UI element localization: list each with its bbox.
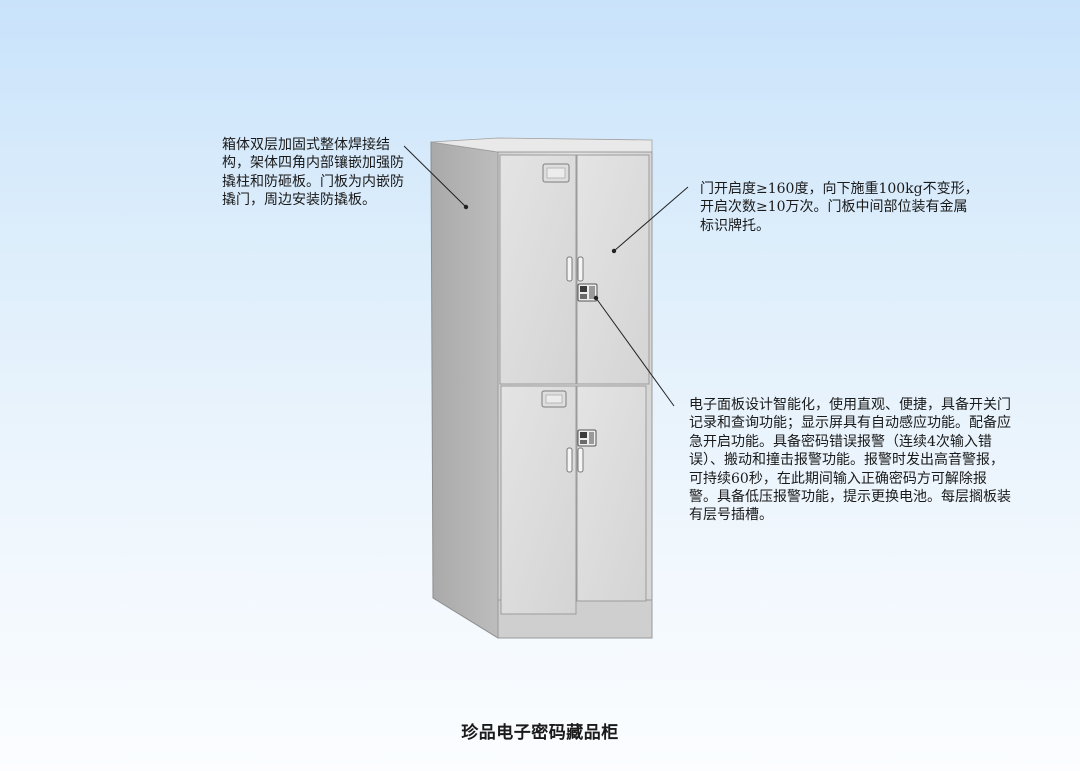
lower-left-door [500, 385, 577, 615]
callout-door-text: 门开启度≥160度，向下施重100kg不变形，开启次数≥10万次。门板中间部位装… [700, 181, 979, 234]
lower-keypad-icon [577, 429, 597, 447]
leader-line-structure [403, 145, 469, 210]
lower-right-handle [577, 447, 584, 473]
upper-label-holder [542, 163, 570, 183]
upper-left-handle [566, 256, 573, 282]
callout-panel-text: 电子面板设计智能化，使用直观、便捷，具备开关门记录和查询功能；显示屏具有自动感应… [689, 397, 1011, 524]
callout-structure-text: 箱体双层加固式整体焊接结构，架体四角内部镶嵌加强防撬柱和防砸板。门板为内嵌防撬门… [222, 137, 404, 209]
lower-right-door [576, 385, 647, 602]
cabinet-side-panel [430, 141, 499, 639]
upper-left-door [499, 154, 577, 385]
upper-right-door [576, 154, 650, 385]
leader-line-panel [593, 295, 675, 407]
upper-right-handle [577, 256, 584, 282]
leader-line-door [611, 186, 689, 254]
upper-keypad-icon [577, 283, 598, 302]
cabinet-top-panel [430, 137, 653, 153]
product-title: 珍品电子密码藏品柜 [461, 723, 619, 743]
lower-label-holder [541, 390, 567, 408]
lower-left-handle [566, 447, 573, 473]
